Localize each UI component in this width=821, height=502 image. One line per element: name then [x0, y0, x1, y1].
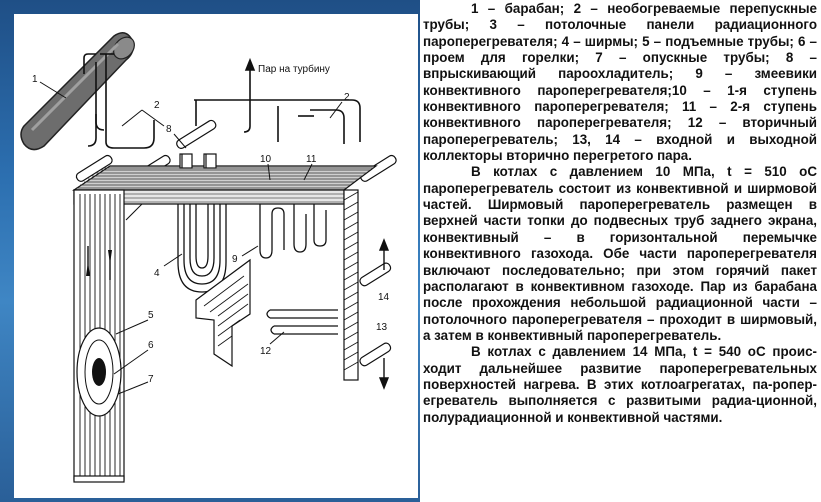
drum: [20, 32, 135, 151]
label-2a: 2: [154, 100, 160, 111]
convective-coils: [259, 204, 327, 259]
leader-1: [39, 81, 67, 99]
leader-9: [241, 245, 259, 257]
leader-6: [113, 349, 149, 375]
label-7: 7: [148, 374, 154, 385]
leader-7: [117, 381, 149, 395]
reheater: [266, 309, 338, 335]
label-14: 14: [378, 292, 390, 303]
reheat-collectors: [359, 262, 392, 367]
paragraph-14mpa: В котлах с давлением 14 МПа, t = 540 оС …: [423, 344, 817, 425]
furnace-tubes: [73, 189, 125, 483]
rear-wall: [343, 189, 359, 381]
leader-8: [173, 133, 187, 149]
label-4: 4: [154, 268, 160, 279]
label-8: 8: [166, 124, 172, 135]
label-13: 13: [376, 322, 388, 333]
boiler-diagram-svg: 1 2: [20, 32, 397, 483]
furnace-nose: [195, 258, 251, 368]
steam-outlet-pipe: [194, 57, 361, 144]
legend-paragraph: 1 – барабан; 2 – необогреваемые перепуск…: [423, 1, 817, 164]
label-5: 5: [148, 310, 154, 321]
description-text: 1 – барабан; 2 – необогреваемые перепуск…: [420, 0, 821, 502]
attemperator: [179, 153, 217, 169]
leader-2a: [141, 109, 165, 127]
steam-to-turbine: Пар на турбину: [258, 63, 330, 75]
label-2b: 2: [344, 92, 350, 103]
leader-5: [115, 319, 149, 335]
label-12: 12: [260, 346, 272, 357]
bypass-tubes: [83, 53, 155, 149]
label-9: 9: [232, 254, 238, 265]
paragraph-10mpa: В котлах с давлением 10 МПа, t = 510 оС …: [423, 164, 817, 343]
leader-4: [163, 253, 183, 267]
leader-12: [269, 331, 285, 345]
label-1: 1: [32, 74, 38, 85]
platen-screens: [177, 204, 227, 293]
label-6: 6: [148, 340, 154, 351]
leader-3: [125, 203, 143, 221]
label-11: 11: [306, 154, 317, 165]
boiler-diagram: 1 2: [14, 14, 418, 498]
label-10: 10: [260, 154, 272, 165]
